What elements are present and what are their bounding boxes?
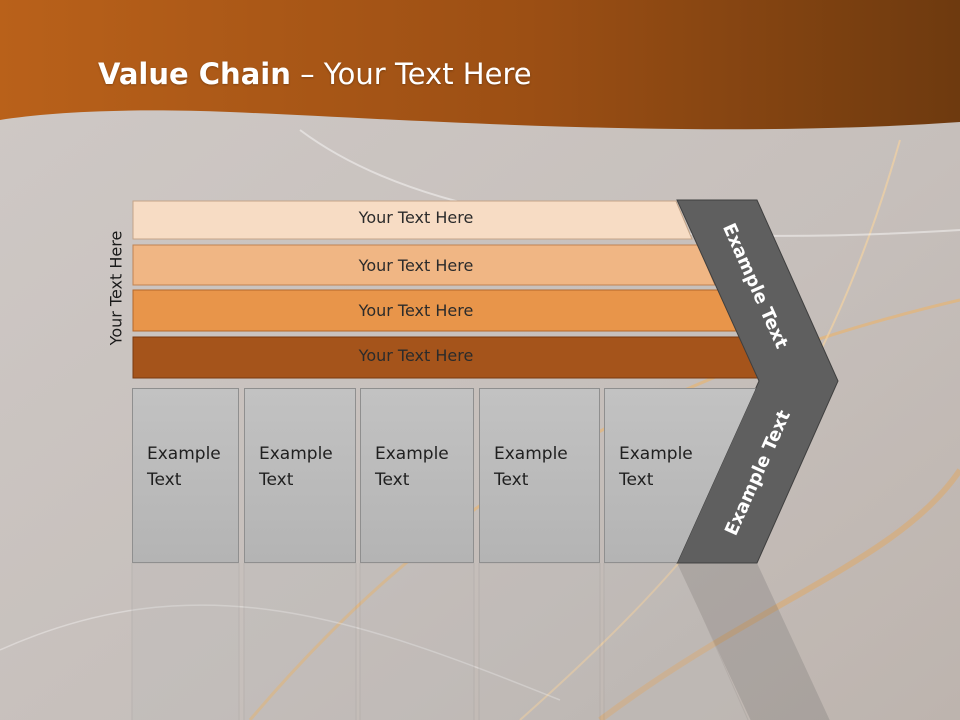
box-1-line2: Text bbox=[147, 470, 182, 490]
box-5-line1: Example bbox=[619, 444, 693, 464]
box-3-line1: Example bbox=[375, 444, 449, 464]
title-bold: Value Chain bbox=[98, 57, 291, 91]
box-3-line2: Text bbox=[375, 470, 410, 490]
slide-title: Value Chain – Your Text Here bbox=[98, 52, 532, 96]
box-2-line2: Text bbox=[259, 470, 294, 490]
chevron bbox=[676, 199, 839, 564]
box-4-line1: Example bbox=[494, 444, 568, 464]
bar-4-label: Your Text Here bbox=[358, 346, 474, 365]
box-1-line1: Example bbox=[147, 444, 221, 464]
title-rest: – Your Text Here bbox=[290, 57, 532, 91]
bar-1-label: Your Text Here bbox=[358, 208, 474, 227]
box-4-line2: Text bbox=[494, 470, 529, 490]
box-5-line2: Text bbox=[619, 470, 654, 490]
bar-2-label: Your Text Here bbox=[358, 256, 474, 275]
bar-1 bbox=[132, 200, 693, 240]
box-2-line1: Example bbox=[259, 444, 333, 464]
bar-3-label: Your Text Here bbox=[358, 301, 474, 320]
